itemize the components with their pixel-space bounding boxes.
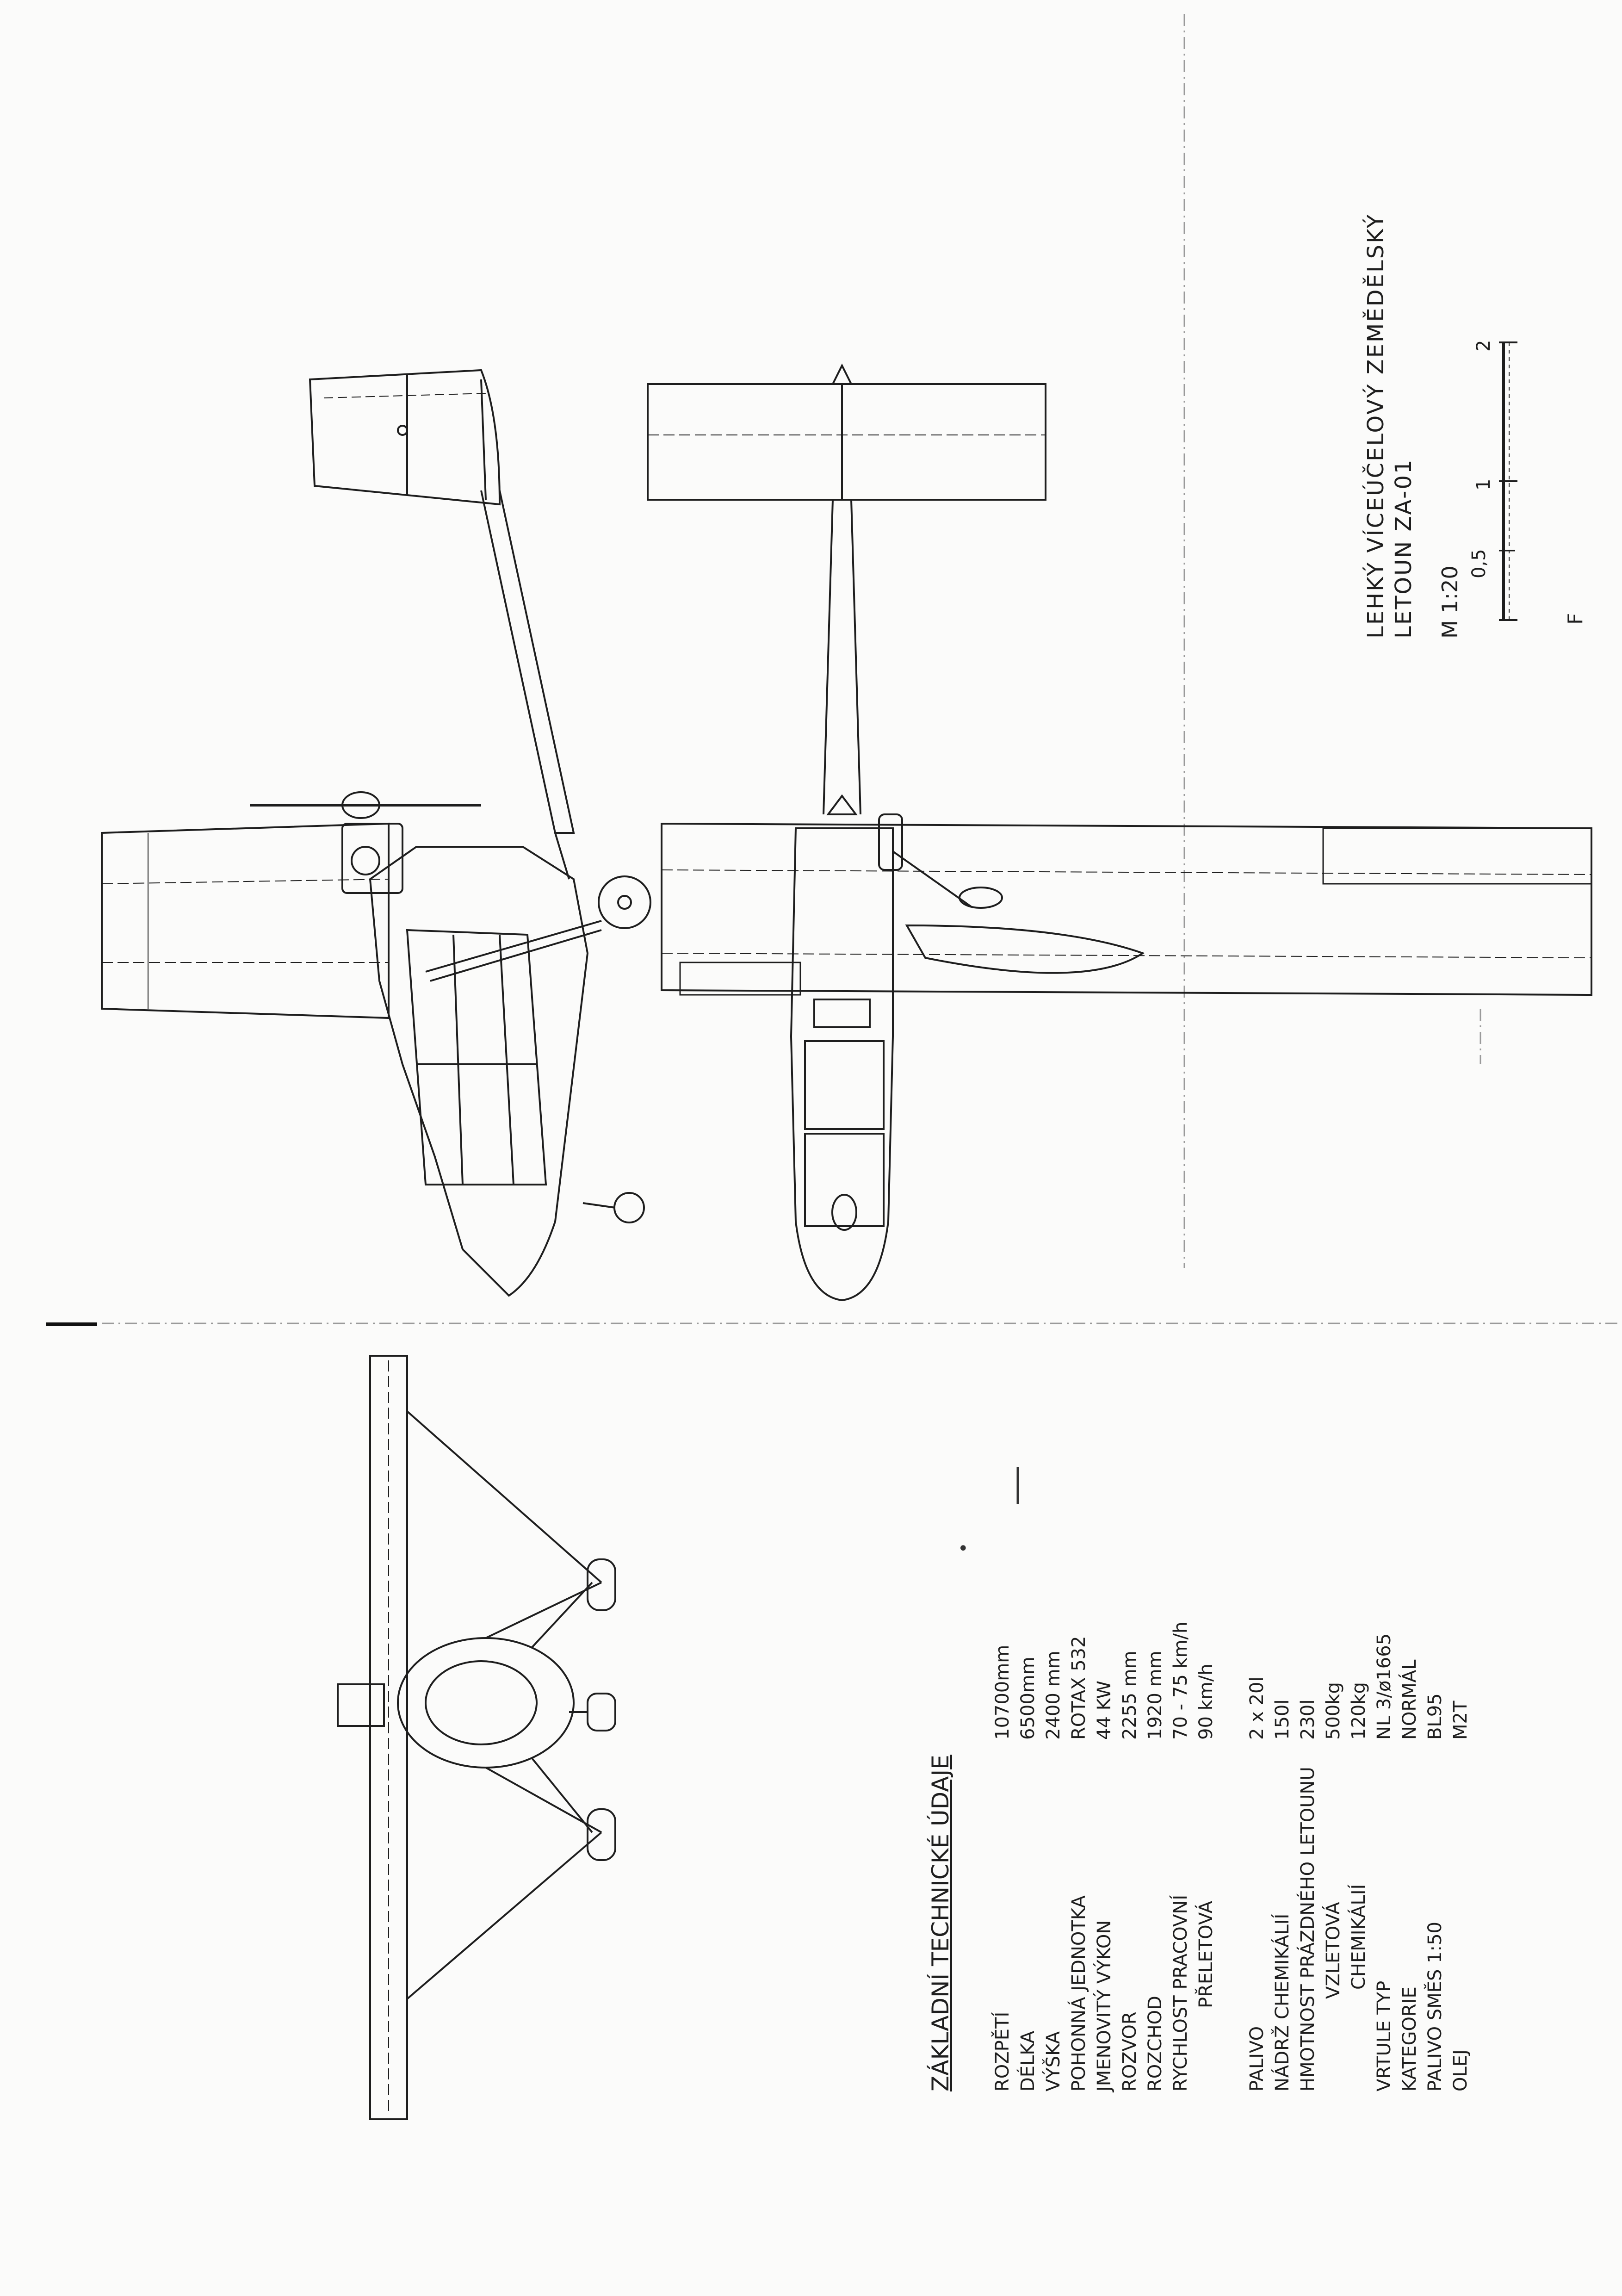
front-view-fuselage [397,1637,575,1769]
spec-value: 120kg [1348,1682,1369,1740]
spec-value: NL 3/ø1665 [1374,1633,1395,1740]
spec-label: ROZVOR [1119,2011,1140,2091]
side-view-main-wheel [598,875,651,929]
spec-label: VRTULE TYP [1374,1981,1395,2091]
top-view-fuselage [790,827,894,1302]
spec-label: POHONNÁ JEDNOTKA [1067,1895,1090,2091]
spec-value: 1920 mm [1145,1651,1166,1740]
spec-value: 230l [1297,1700,1319,1740]
spec-label: PALIVO [1246,2026,1268,2091]
side-view-wing [101,822,390,1019]
front-view-right-wheel [587,1808,616,1861]
spec-value: 150l [1272,1700,1293,1740]
top-view [647,363,1592,1302]
spec-value: 2 x 20l [1246,1676,1268,1740]
ink-dot: • [958,1538,969,1559]
fold-lines [56,14,1619,1324]
spec-value: 90 km/h [1195,1663,1217,1740]
spec-label: DÉLKA [1016,2030,1039,2091]
spec-label: VÝŠKA [1042,2031,1064,2091]
side-view-fuselage [369,846,589,1297]
spec-value: 6500mm [1017,1657,1039,1740]
title-line-2: LETOUN ZA-01 [1391,458,1417,639]
scale-label: M 1:20 [1437,565,1462,639]
spec-label: CHEMIKÁLIÍ [1347,1884,1369,1990]
front-view-wing [369,1355,408,2120]
spec-label: RYCHLOST PRACOVNÍ [1169,1895,1191,2091]
spec-label: PŘELETOVÁ [1195,1900,1217,2008]
side-view [101,369,651,1297]
scale-tick-05: 0,5 [1468,549,1490,578]
scale-tick-2: 2 [1473,340,1494,352]
side-view-nose-wheel [613,1192,645,1223]
sheet-mark: F [1564,613,1587,625]
title-block: LEHKÝ VÍCEÚČELOVÝ ZEMĚDĚLSKÝ LETOUN ZA-0… [1362,213,1587,639]
spec-value: NORMÁL [1398,1659,1420,1740]
front-view [337,1355,616,2120]
top-view-tail [647,363,1046,501]
spec-label: NÁDRŽ CHEMIKÁLIÍ [1271,1914,1293,2091]
spec-label: PALIVO SMĚS 1:50 [1424,1922,1446,2091]
spec-label: KATEGORIE [1399,1986,1420,2091]
scale-tick-1: 1 [1473,479,1494,490]
spec-label: VZLETOVÁ [1322,1902,1344,1999]
spec-value: 500kg [1323,1682,1344,1740]
spec-label: HMOTNOST PRÁZDNÉHO LETOUNU [1296,1767,1319,2091]
side-view-tailboom [480,490,575,834]
spec-value: 44 KW [1094,1681,1115,1740]
spec-label: ROZCHOD [1145,1996,1166,2091]
spec-value: 2400 mm [1043,1651,1064,1740]
spec-label: ROZPĚTÍ [991,2012,1013,2091]
front-view-nose-wheel [587,1693,616,1731]
spec-value: ROTAX 532 [1068,1636,1090,1740]
specs-heading: ZÁKLADNÍ TECHNICKÉ ÚDAJE [927,1755,954,2091]
spec-label: OLEJ [1450,2049,1471,2091]
top-view-wing [661,822,1592,996]
spec-label: JMENOVITÝ VÝKON [1093,1920,1115,2093]
title-line-1: LEHKÝ VÍCEÚČELOVÝ ZEMĚDĚLSKÝ [1362,213,1389,639]
side-view-tail [309,369,501,506]
spec-value: 10700mm [992,1645,1013,1740]
spec-value: 2255 mm [1119,1651,1140,1740]
specs-table: ZÁKLADNÍ TECHNICKÉ ÚDAJE ROZPĚTÍ 10700mmDÉ… [927,1622,1471,2093]
spec-value: M2T [1450,1700,1471,1740]
spec-value: 70 - 75 km/h [1170,1622,1191,1740]
spec-value: BL95 [1424,1693,1446,1740]
front-view-left-wheel [587,1558,616,1611]
scale-bar [1499,341,1517,621]
